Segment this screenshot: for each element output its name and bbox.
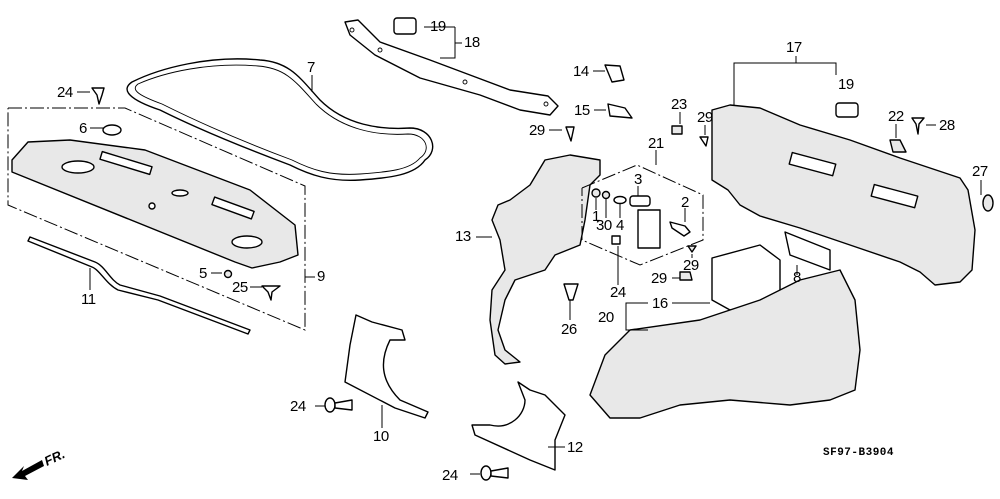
part-2-bulb — [669, 221, 691, 237]
part-22-screw — [889, 139, 907, 153]
part-30-washer — [601, 190, 611, 200]
part-7-weatherstrip — [126, 58, 434, 182]
part-10-left-pillar-lining — [344, 314, 429, 419]
part-26-clip — [563, 283, 579, 301]
callout-11: 11 — [81, 291, 96, 308]
part-29-screw-a — [565, 126, 575, 142]
part-12-right-pillar-lining — [471, 381, 566, 471]
callout-7: 7 — [307, 59, 315, 76]
part-24-clip-b — [611, 235, 621, 245]
callout-29: 29 — [683, 257, 699, 274]
part-13-left-side-lining — [489, 154, 601, 365]
callout-29: 29 — [529, 122, 545, 139]
part-6-grommet — [102, 124, 122, 136]
callout-12: 12 — [567, 439, 583, 456]
part-5-nut — [223, 269, 233, 279]
callout-27: 27 — [972, 163, 988, 180]
part-25-clip — [261, 285, 281, 301]
callout-14: 14 — [573, 63, 589, 80]
callout-20: 20 — [598, 309, 614, 326]
part-4-spacer — [613, 195, 627, 205]
part-24-clip-d — [480, 465, 492, 481]
assembly-frame-21 — [581, 164, 704, 266]
part-3-socket — [629, 195, 651, 207]
part-11-seal — [27, 236, 251, 335]
callout-25: 25 — [232, 279, 248, 296]
callout-9: 9 — [317, 268, 325, 285]
assembly-frame-9 — [7, 107, 306, 331]
callout-19: 19 — [430, 18, 446, 35]
callout-3: 3 — [634, 171, 642, 188]
front-direction-arrow-icon — [12, 460, 44, 480]
callout-24: 24 — [57, 84, 73, 101]
callout-8: 8 — [793, 269, 801, 286]
part-29-screw-c — [687, 245, 697, 253]
part-27-clip — [982, 194, 994, 212]
callout-21: 21 — [648, 135, 664, 152]
callout-1: 1 — [592, 208, 600, 225]
part-15-clip — [607, 103, 633, 119]
callout-19: 19 — [838, 76, 854, 93]
callout-17: 17 — [786, 39, 802, 56]
part-19-nut-clip — [393, 17, 417, 35]
part-17-rear-panel-lining — [711, 104, 976, 286]
part-19-nut-clip-right — [835, 102, 859, 118]
part-29-screw-b — [699, 136, 709, 147]
callout-6: 6 — [79, 120, 87, 137]
callout-15: 15 — [574, 102, 590, 119]
part-18-reinforcement — [344, 19, 559, 116]
part-24-clip-a — [91, 87, 105, 105]
part-20-right-side-lining — [589, 269, 861, 419]
diagram-code: SF97-B3904 — [823, 447, 895, 459]
part-28-clip — [911, 117, 925, 135]
callout-30: 30 — [596, 217, 612, 234]
callout-29: 29 — [697, 109, 713, 126]
callout-13: 13 — [455, 228, 471, 245]
callout-4: 4 — [616, 217, 624, 234]
callout-16: 16 — [652, 295, 668, 312]
part-14-clip — [604, 64, 625, 83]
part-24-clip-c — [324, 397, 336, 413]
callout-26: 26 — [561, 321, 577, 338]
callout-24: 24 — [290, 398, 306, 415]
leader-lines — [77, 26, 982, 475]
callout-24: 24 — [610, 284, 626, 301]
callout-28: 28 — [939, 117, 955, 134]
trunk-light-lens — [637, 209, 661, 249]
part-23-clip — [671, 125, 683, 135]
part-9-rear-tray — [11, 139, 299, 269]
callout-18: 18 — [464, 34, 480, 51]
callout-10: 10 — [373, 428, 389, 445]
fasteners — [91, 64, 994, 481]
callout-22: 22 — [888, 108, 904, 125]
callout-29: 29 — [651, 270, 667, 287]
callout-2: 2 — [681, 194, 689, 211]
callout-5: 5 — [199, 265, 207, 282]
callout-23: 23 — [671, 96, 687, 113]
part-29-screw-d — [679, 271, 693, 281]
part-8-bracket — [784, 231, 831, 271]
callout-24: 24 — [442, 467, 458, 484]
part-1-nut — [591, 188, 601, 198]
